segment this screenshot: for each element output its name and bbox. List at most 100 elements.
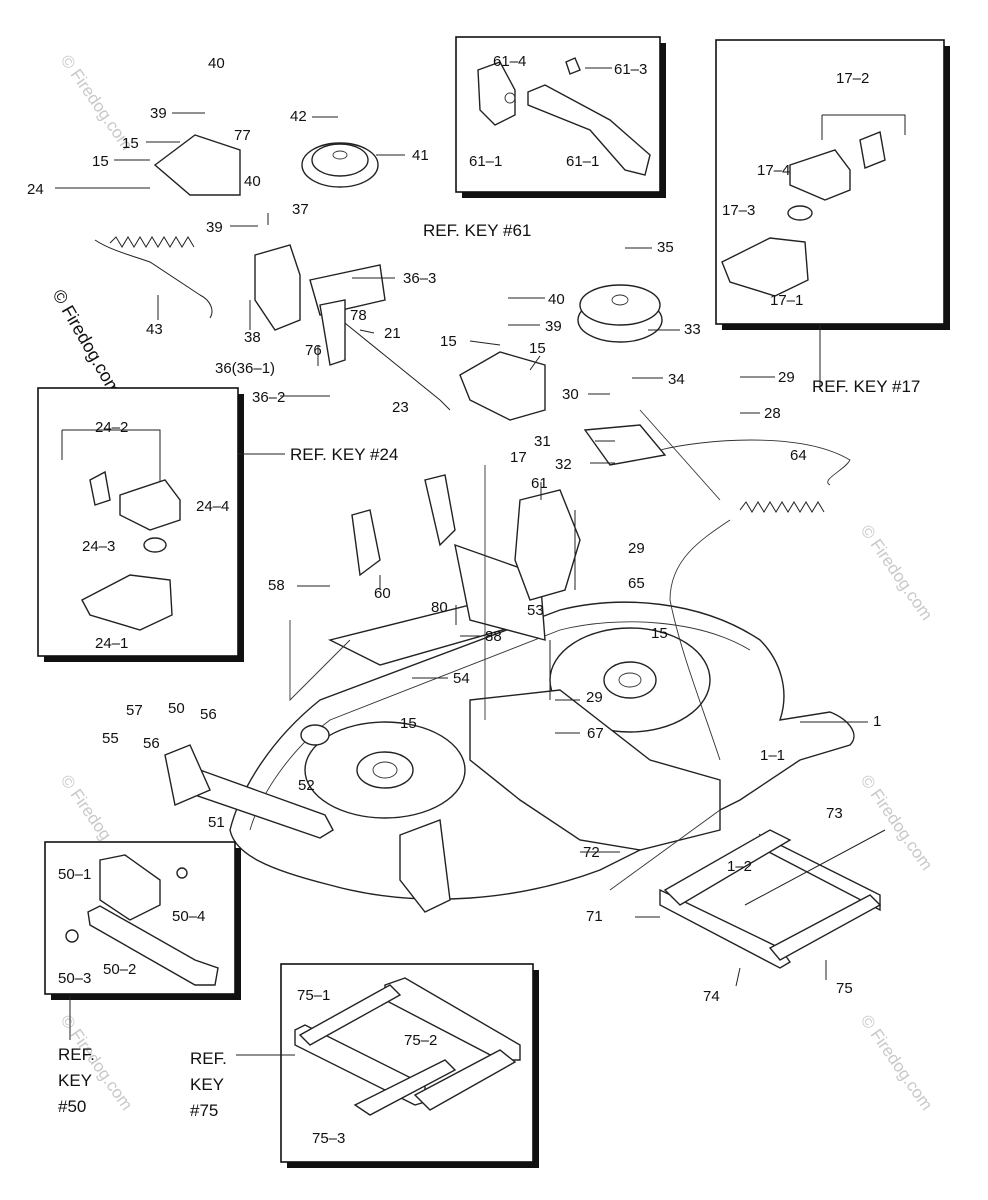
part-label: 36–2 (252, 389, 285, 406)
part-label: 29 (628, 540, 645, 557)
inset-ref-key-17: 17–2 17–4 17–3 17–1 REF. KEY #17 (715, 39, 950, 396)
inset-label: 75–2 (404, 1032, 437, 1049)
ref-key-caption: REF. (58, 1045, 95, 1064)
part-label: 15 (529, 340, 546, 357)
part-label: 56 (143, 735, 160, 752)
inset-label: 17–2 (836, 70, 869, 87)
part-label: 52 (298, 777, 315, 794)
part-label: 78 (350, 307, 367, 324)
ref-key-caption: #50 (58, 1097, 86, 1116)
copyright-notice: © Firedog.com (49, 286, 125, 398)
inset-label: 50–4 (172, 908, 205, 925)
part-label: 73 (826, 805, 843, 822)
part-label: 29 (586, 689, 603, 706)
part-label: 67 (587, 725, 604, 742)
inset-label: 24–1 (95, 635, 128, 652)
part-label: 29 (778, 369, 795, 386)
inset-label: 75–3 (312, 1130, 345, 1147)
part-label: 36–3 (403, 270, 436, 287)
part-label: 39 (206, 219, 223, 236)
inset-label: 61–3 (614, 61, 647, 78)
part-label: 1–1 (760, 747, 785, 764)
part-label: 35 (657, 239, 674, 256)
part-label: 40 (244, 173, 261, 190)
inset-label: 24–3 (82, 538, 115, 555)
part-label: 40 (208, 55, 225, 72)
inset-ref-key-61: 61–4 61–3 61–1 61–1 REF. KEY #61 (423, 36, 666, 240)
part-label: 41 (412, 147, 429, 164)
ref-key-caption: KEY (58, 1071, 92, 1090)
part-label: 37 (292, 201, 309, 218)
part-label: 39 (545, 318, 562, 335)
part-label: 34 (668, 371, 685, 388)
inset-label: 24–4 (196, 498, 229, 515)
inset-label: 50–1 (58, 866, 91, 883)
watermark: © Firedog.com (857, 1011, 937, 1113)
inset-label: 75–1 (297, 987, 330, 1004)
part-number-labels: 40 39 15 15 77 24 42 41 40 37 39 43 38 7… (27, 55, 881, 1005)
inset-label: 24–2 (95, 419, 128, 436)
part-label: 32 (555, 456, 572, 473)
part-label: 58 (268, 577, 285, 594)
ref-key-caption: REF. (190, 1049, 227, 1068)
part-label: 50 (168, 700, 185, 717)
part-label: 64 (790, 447, 807, 464)
part-label: 55 (102, 730, 119, 747)
ref-key-caption: REF. KEY #24 (290, 445, 398, 464)
watermark: © Firedog.com (857, 771, 937, 873)
part-label: 38 (244, 329, 261, 346)
inset-label: 61–1 (566, 153, 599, 170)
part-label: 57 (126, 702, 143, 719)
part-label: 56 (200, 706, 217, 723)
ref-key-caption: REF. KEY #17 (812, 377, 920, 396)
watermark: © Firedog.com (857, 521, 937, 623)
part-label: 51 (208, 814, 225, 831)
ref-key-caption: REF. KEY #61 (423, 221, 531, 240)
inset-ref-key-75: 75–1 75–2 75–3 REF. KEY #75 (190, 963, 539, 1168)
mower-deck-drawing (94, 134, 886, 969)
part-label: 15 (92, 153, 109, 170)
part-label: 60 (374, 585, 391, 602)
part-label: 39 (150, 105, 167, 122)
part-label: 42 (290, 108, 307, 125)
part-label: 15 (440, 333, 457, 350)
part-label: 40 (548, 291, 565, 308)
part-label: 15 (400, 715, 417, 732)
inset-label: 17–1 (770, 292, 803, 309)
part-label: 36(36–1) (215, 360, 275, 377)
inset-label: 50–3 (58, 970, 91, 987)
part-label: 1 (873, 713, 881, 730)
inset-label: 61–1 (469, 153, 502, 170)
part-label: 30 (562, 386, 579, 403)
part-label: 75 (836, 980, 853, 997)
inset-label: 17–4 (757, 162, 790, 179)
part-label: 31 (534, 433, 551, 450)
part-label: 21 (384, 325, 401, 342)
inset-ref-key-24: 24–2 24–4 24–3 24–1 REF. KEY #24 (37, 387, 398, 662)
part-label: 15 (122, 135, 139, 152)
part-label: 71 (586, 908, 603, 925)
inset-ref-key-50: 50–1 50–4 50–3 50–2 REF. KEY #50 (44, 841, 241, 1116)
part-label: 61 (531, 475, 548, 492)
inset-label: 17–3 (722, 202, 755, 219)
ref-key-caption: KEY (190, 1075, 224, 1094)
part-label: 15 (651, 625, 668, 642)
inset-label: 50–2 (103, 961, 136, 978)
part-label: 23 (392, 399, 409, 416)
part-label: 53 (527, 602, 544, 619)
part-label: 24 (27, 181, 44, 198)
part-label: 77 (234, 127, 251, 144)
part-label: 54 (453, 670, 470, 687)
inset-label: 61–4 (493, 53, 526, 70)
part-label: 80 (431, 599, 448, 616)
part-label: 65 (628, 575, 645, 592)
part-label: 88 (485, 628, 502, 645)
part-label: 43 (146, 321, 163, 338)
part-label: 28 (764, 405, 781, 422)
ref-key-caption: #75 (190, 1101, 218, 1120)
part-label: 74 (703, 988, 720, 1005)
leader-lines (55, 112, 868, 987)
part-label: 17 (510, 449, 527, 466)
part-label: 76 (305, 342, 322, 359)
